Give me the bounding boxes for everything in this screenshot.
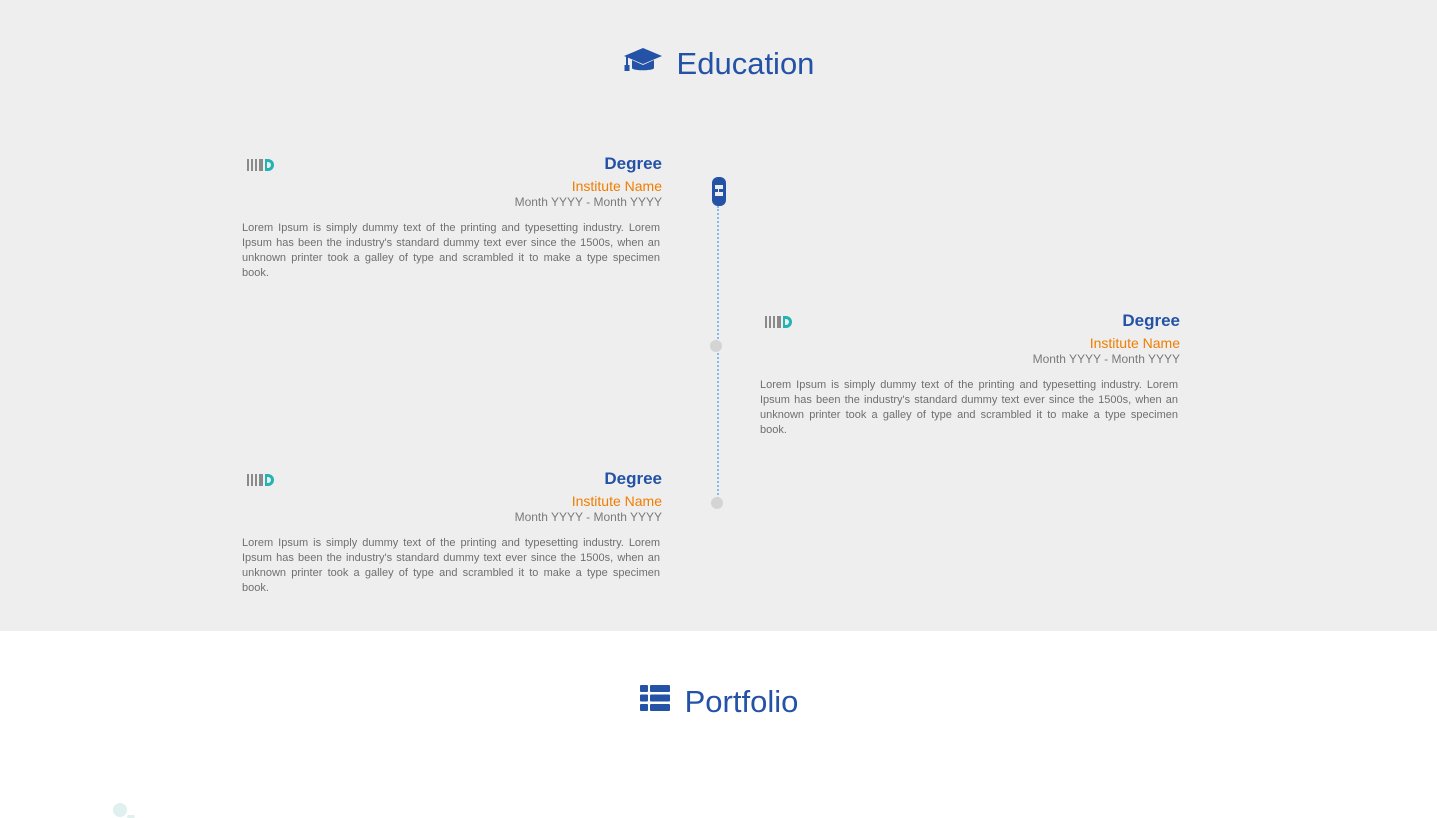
institute-logo-icon xyxy=(764,315,794,329)
education-entry: Degree Institute Name Month YYYY - Month… xyxy=(242,154,662,281)
timeline-dot xyxy=(710,340,722,352)
education-title: Education xyxy=(676,45,815,81)
institute-name: Institute Name xyxy=(571,178,662,194)
institute-logo-icon xyxy=(246,158,276,172)
entry-description: Lorem Ipsum is simply dummy text of the … xyxy=(242,222,660,279)
institute-name: Institute Name xyxy=(571,493,662,509)
degree-title: Degree xyxy=(604,154,662,173)
portfolio-section: Portfolio xyxy=(0,631,1437,818)
degree-title: Degree xyxy=(604,469,662,488)
date-range: Month YYYY - Month YYYY xyxy=(1032,352,1180,366)
graduation-cap-icon xyxy=(623,44,663,84)
education-entry: Degree Institute Name Month YYYY - Month… xyxy=(760,311,1180,438)
education-section: Education Degree Institute Name Month YY… xyxy=(0,0,1437,631)
degree-title: Degree xyxy=(1122,311,1180,330)
portfolio-heading: Portfolio xyxy=(0,680,1437,722)
timeline-dot xyxy=(711,497,723,509)
portfolio-title: Portfolio xyxy=(684,683,799,719)
date-range: Month YYYY - Month YYYY xyxy=(514,195,662,209)
institute-name: Institute Name xyxy=(1089,335,1180,351)
entry-description: Lorem Ipsum is simply dummy text of the … xyxy=(760,379,1178,436)
chat-bubble-tail xyxy=(127,815,135,818)
entry-description: Lorem Ipsum is simply dummy text of the … xyxy=(242,537,660,594)
timeline-start-icon xyxy=(707,176,731,208)
education-entry: Degree Institute Name Month YYYY - Month… xyxy=(242,469,662,596)
chat-bubble-icon[interactable] xyxy=(113,803,127,817)
institute-logo-icon xyxy=(246,473,276,487)
timeline-line xyxy=(717,206,719,503)
date-range: Month YYYY - Month YYYY xyxy=(514,510,662,524)
education-heading: Education xyxy=(0,42,1437,84)
list-grid-icon xyxy=(639,682,671,722)
